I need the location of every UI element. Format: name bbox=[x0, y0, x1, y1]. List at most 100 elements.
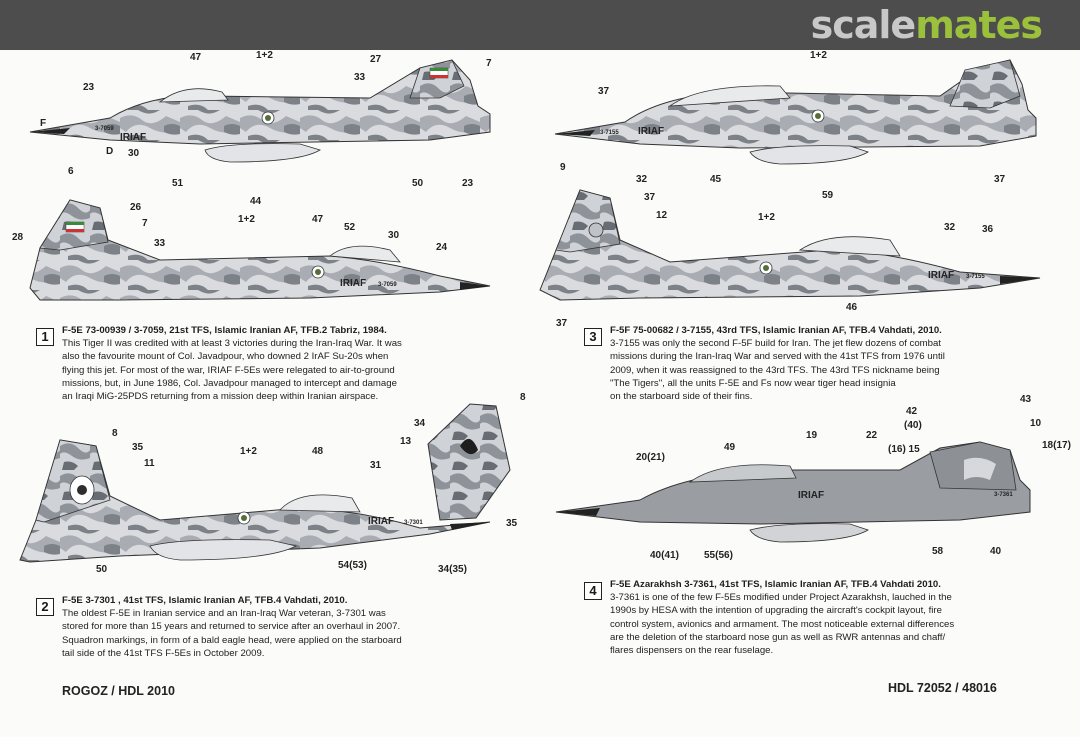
profile-1-line: missions, but, in June 1986, Col. Javadp… bbox=[62, 377, 397, 389]
p1-top-roundel-text: IRIAF bbox=[120, 132, 146, 143]
profile-3-line: "The Tigers", all the units F-5E and Fs … bbox=[610, 377, 896, 389]
profile-4-heading: F-5E Azarakhsh 3-7361, 41st TFS, Islamic… bbox=[610, 579, 941, 590]
profile-1-line: also the favourite mount of Col. Javadpo… bbox=[62, 351, 389, 363]
svg-text:10: 10 bbox=[1030, 418, 1042, 429]
p2-roundel-text: IRIAF bbox=[368, 516, 394, 527]
svg-text:37: 37 bbox=[994, 174, 1006, 185]
svg-text:49: 49 bbox=[724, 442, 736, 453]
profile-2-description: F-5E 3-7301 , 41st TFS, Islamic Iranian … bbox=[62, 594, 472, 660]
profile-2-line: Squadron markings, in form of a bald eag… bbox=[62, 634, 402, 646]
p3-bottom-serial: 3-7155 bbox=[966, 274, 985, 280]
svg-text:26: 26 bbox=[130, 202, 142, 213]
profile-3-line: 3-7155 was only the second F-5F build fo… bbox=[610, 338, 941, 350]
profile-4-number: 4 bbox=[584, 582, 602, 600]
svg-text:12: 12 bbox=[656, 210, 668, 221]
svg-text:36: 36 bbox=[982, 224, 994, 235]
profile-3-line: 2009, when it was reassigned to the 43rd… bbox=[610, 364, 940, 376]
p2-serial: 3-7301 bbox=[404, 520, 423, 526]
svg-text:1+2: 1+2 bbox=[758, 212, 775, 223]
svg-text:D: D bbox=[106, 146, 113, 157]
profile-3-line: missions during the Iran-Iraq War and se… bbox=[610, 351, 945, 363]
svg-text:47: 47 bbox=[190, 52, 202, 63]
logo-part-mates: mates bbox=[915, 3, 1043, 47]
svg-text:46: 46 bbox=[846, 302, 858, 313]
svg-text:55(56): 55(56) bbox=[704, 550, 733, 561]
p1-bottom-roundel-text: IRIAF bbox=[340, 278, 366, 289]
svg-text:23: 23 bbox=[462, 178, 474, 189]
svg-text:(16) 15: (16) 15 bbox=[888, 444, 920, 455]
profile-2-line: The oldest F-5E in Iranian service and a… bbox=[62, 608, 386, 620]
profile-4-line: flares dispensers on the rear fuselage. bbox=[610, 645, 774, 657]
profile-3-description: F-5F 75-00682 / 3-7155, 43rd TFS, Islami… bbox=[610, 324, 1030, 403]
profile-1-line: This Tiger II was credited with at least… bbox=[62, 338, 402, 350]
svg-text:25: 25 bbox=[380, 50, 392, 51]
svg-text:30: 30 bbox=[388, 230, 400, 241]
svg-text:33: 33 bbox=[154, 238, 166, 249]
svg-text:47: 47 bbox=[312, 214, 324, 225]
profile-1-heading: F-5E 73-00939 / 3-7059, 21st TFS, Islami… bbox=[62, 325, 387, 336]
aircraft-profiles-drawing: IRIAF 3-7059 IRIAF 3-7059 IRIAF 3-7155 bbox=[12, 50, 1071, 575]
decal-instruction-sheet: IRIAF 3-7059 IRIAF 3-7059 IRIAF 3-7155 bbox=[0, 50, 1080, 737]
svg-text:31: 31 bbox=[370, 460, 382, 471]
svg-text:8: 8 bbox=[520, 392, 526, 403]
svg-text:20(21): 20(21) bbox=[636, 452, 665, 463]
svg-text:27: 27 bbox=[370, 54, 382, 65]
profile-1-description: F-5E 73-00939 / 3-7059, 21st TFS, Islami… bbox=[62, 324, 472, 403]
footer-author: ROGOZ / HDL 2010 bbox=[62, 684, 175, 698]
scalemates-logo[interactable]: scalemates bbox=[810, 3, 1043, 47]
profile-3-number: 3 bbox=[584, 328, 602, 346]
svg-text:32: 32 bbox=[944, 222, 956, 233]
svg-text:59: 59 bbox=[822, 190, 834, 201]
svg-text:23: 23 bbox=[83, 82, 95, 93]
p3-bottom-roundel-text: IRIAF bbox=[928, 270, 954, 281]
profile-2-heading: F-5E 3-7301 , 41st TFS, Islamic Iranian … bbox=[62, 595, 348, 606]
profile-1-line: flying this jet. For most of the war, IR… bbox=[62, 364, 395, 376]
svg-text:44: 44 bbox=[250, 196, 262, 207]
p1-bottom-serial: 3-7059 bbox=[378, 282, 397, 288]
svg-text:1+2: 1+2 bbox=[240, 446, 257, 457]
svg-text:40: 40 bbox=[990, 546, 1002, 557]
profile-1-port-view: IRIAF 3-7059 bbox=[29, 59, 491, 163]
profile-2-line: tail side of the 41st TFS F-5Es in Octob… bbox=[62, 647, 265, 659]
p2-fin-detail bbox=[427, 403, 511, 521]
svg-text:28: 28 bbox=[12, 232, 24, 243]
profile-1-starboard-view: IRIAF 3-7059 bbox=[29, 199, 491, 301]
svg-text:11: 11 bbox=[144, 458, 155, 469]
svg-text:43: 43 bbox=[1020, 394, 1032, 405]
profile-1-number: 1 bbox=[36, 328, 54, 346]
svg-text:50: 50 bbox=[96, 564, 108, 575]
footer-product-code: HDL 72052 / 48016 bbox=[888, 681, 997, 695]
profile-3-starboard-view: IRIAF 3-7155 bbox=[539, 189, 1041, 301]
svg-text:42: 42 bbox=[906, 406, 918, 417]
svg-text:37: 37 bbox=[644, 192, 656, 203]
svg-text:F: F bbox=[40, 118, 46, 129]
site-header-bar: scalemates bbox=[0, 0, 1080, 50]
svg-text:35: 35 bbox=[506, 518, 518, 529]
svg-text:13: 13 bbox=[400, 436, 412, 447]
logo-part-scale: scale bbox=[810, 3, 917, 47]
svg-text:32: 32 bbox=[636, 174, 648, 185]
profile-2-number: 2 bbox=[36, 598, 54, 616]
profile-2-line: stored for more than 15 years and return… bbox=[62, 621, 401, 633]
svg-text:54(53): 54(53) bbox=[338, 560, 367, 571]
svg-text:48: 48 bbox=[312, 446, 324, 457]
svg-text:18(17): 18(17) bbox=[1042, 440, 1071, 451]
svg-text:24: 24 bbox=[436, 242, 448, 253]
svg-text:37: 37 bbox=[556, 318, 568, 329]
svg-text:58: 58 bbox=[932, 546, 944, 557]
svg-text:(40): (40) bbox=[904, 420, 922, 431]
svg-text:1+2: 1+2 bbox=[256, 50, 273, 61]
p3-top-serial: 3-7155 bbox=[600, 130, 619, 136]
svg-text:51: 51 bbox=[172, 178, 184, 189]
profile-4-line: 1990s by HESA with the intention of upgr… bbox=[610, 605, 942, 617]
svg-text:33: 33 bbox=[354, 72, 366, 83]
svg-text:35: 35 bbox=[132, 442, 144, 453]
profile-4-line: are the deletion of the starboard nose g… bbox=[610, 631, 946, 643]
svg-text:6: 6 bbox=[68, 166, 74, 177]
p4-roundel-text: IRIAF bbox=[798, 490, 824, 501]
p3-top-roundel-text: IRIAF bbox=[638, 126, 664, 137]
profile-1-line: an Iraqi MiG-25PDS returning from a miss… bbox=[62, 391, 379, 403]
profile-4-port-view: IRIAF 3-7361 bbox=[555, 441, 1031, 543]
profile-4-description: F-5E Azarakhsh 3-7361, 41st TFS, Islamic… bbox=[610, 578, 1040, 657]
